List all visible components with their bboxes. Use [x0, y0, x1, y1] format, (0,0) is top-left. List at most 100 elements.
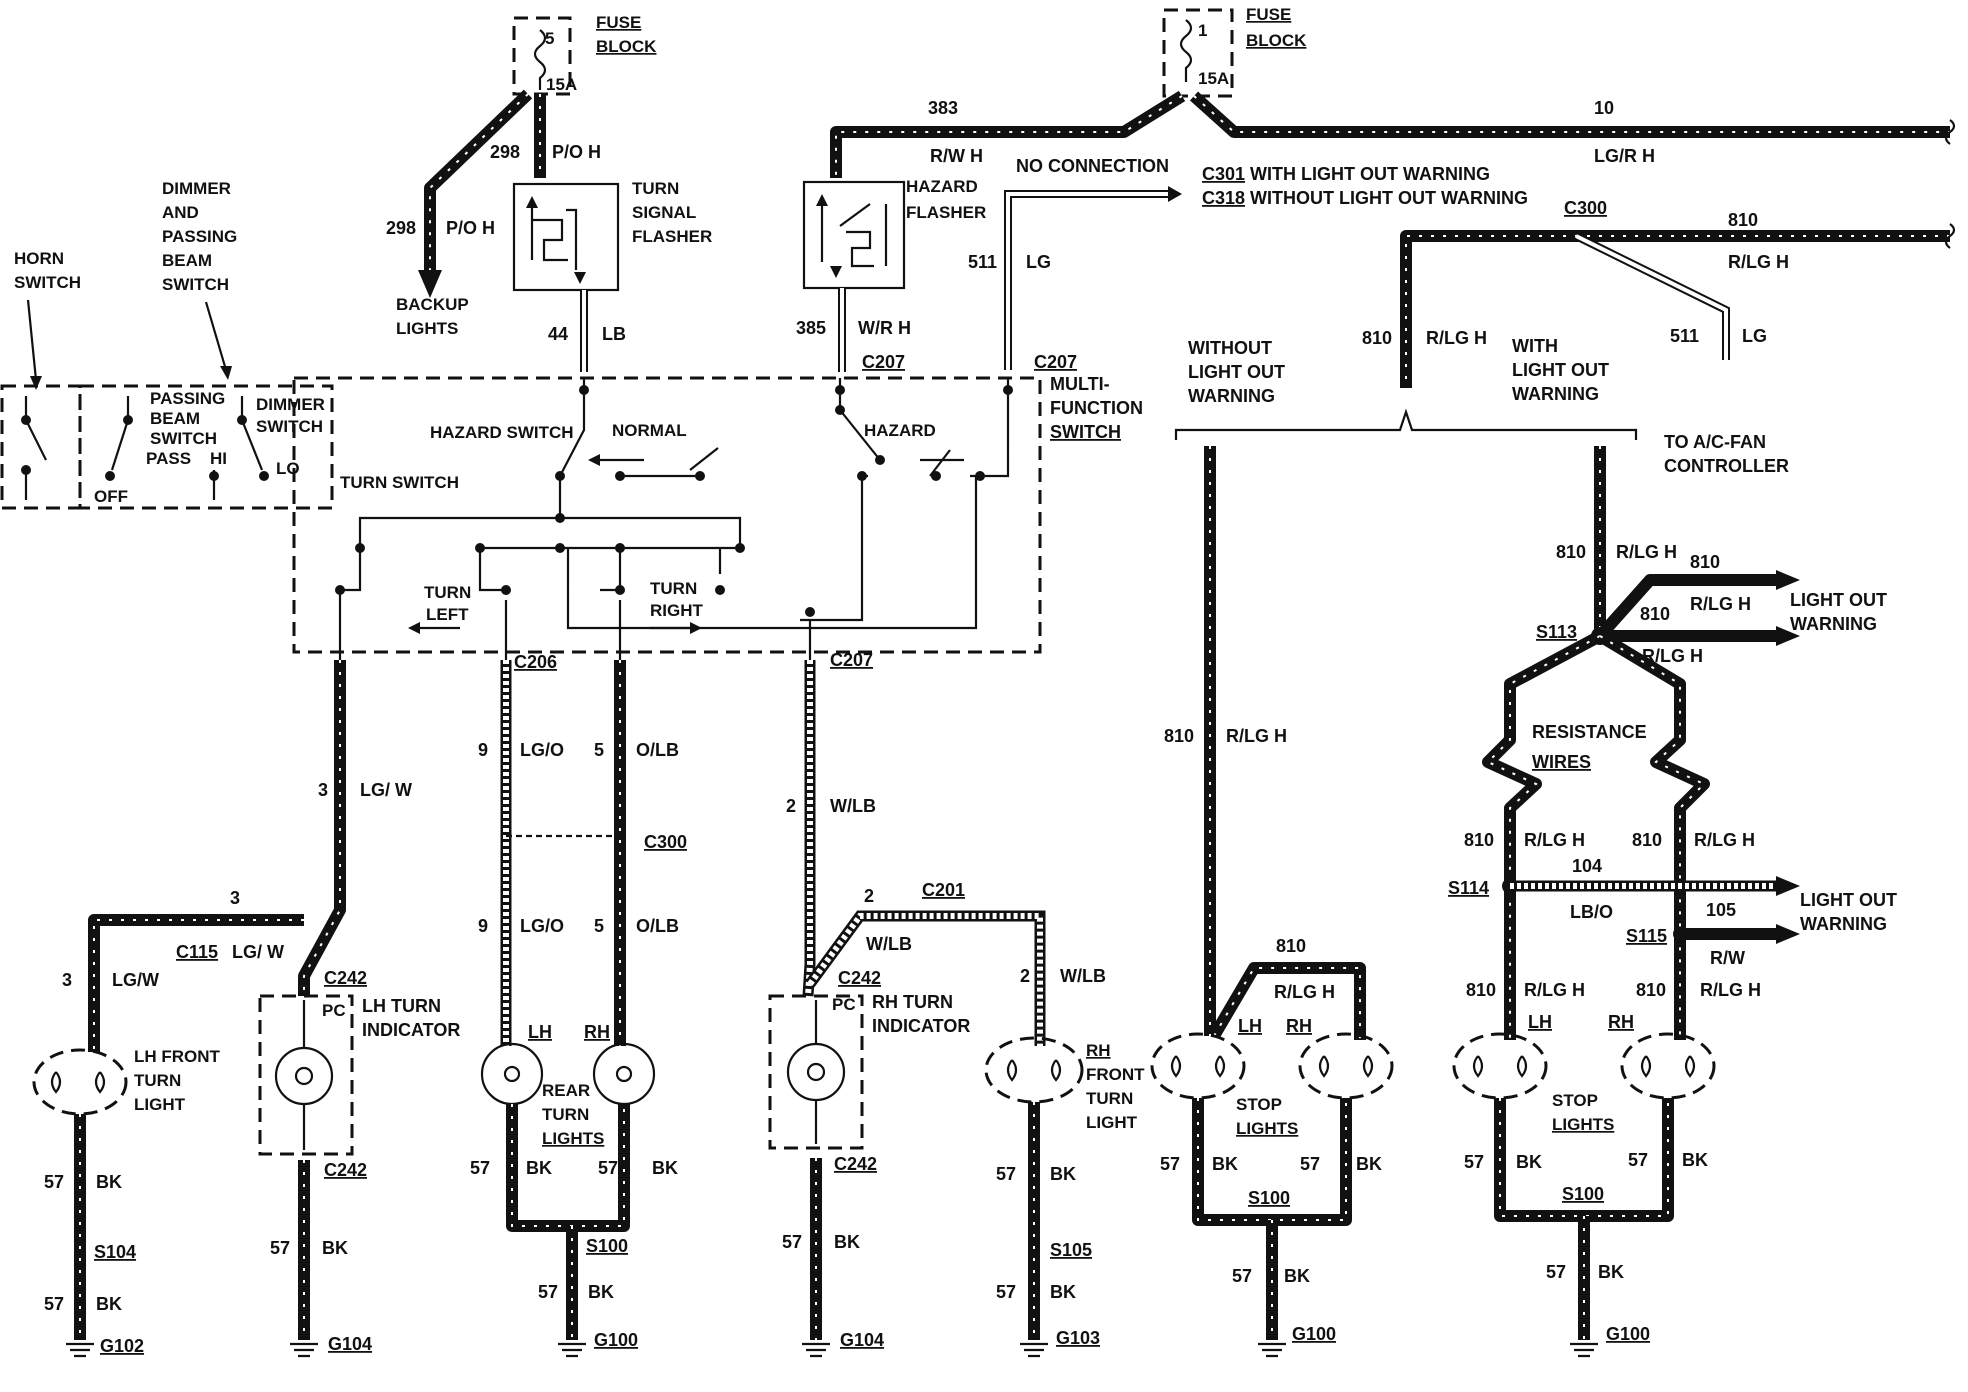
svg-text:INDICATOR: INDICATOR [362, 1020, 460, 1040]
svg-text:LIGHTS: LIGHTS [396, 319, 458, 338]
svg-text:HAZARD: HAZARD [906, 177, 978, 196]
svg-text:RH: RH [1286, 1016, 1312, 1036]
svg-text:LG/W: LG/W [112, 970, 159, 990]
svg-text:S114: S114 [1448, 878, 1489, 898]
svg-text:9: 9 [478, 916, 488, 936]
svg-text:57: 57 [1628, 1150, 1648, 1170]
c300-810-feed: C300 810 R/LG H 810 R/LG H 511 LG [1174, 198, 1956, 440]
svg-text:RIGHT: RIGHT [650, 601, 704, 620]
svg-text:57: 57 [270, 1238, 290, 1258]
svg-text:C301: C301 [1202, 164, 1245, 184]
svg-text:OFF: OFF [94, 487, 128, 506]
svg-text:LG: LG [1742, 326, 1767, 346]
svg-text:TURN: TURN [650, 579, 697, 598]
svg-text:44: 44 [548, 324, 568, 344]
svg-text:LIGHT: LIGHT [134, 1095, 186, 1114]
svg-text:LG/O: LG/O [520, 916, 564, 936]
svg-text:57: 57 [1464, 1152, 1484, 1172]
svg-text:FRONT: FRONT [1086, 1065, 1145, 1084]
svg-text:385: 385 [796, 318, 826, 338]
c207-top-label: C207 [1034, 352, 1077, 372]
horn-switch: HORN SWITCH [0, 249, 82, 510]
svg-text:2: 2 [786, 796, 796, 816]
svg-text:57: 57 [538, 1282, 558, 1302]
svg-text:298: 298 [490, 142, 520, 162]
svg-text:R/LG H: R/LG H [1616, 542, 1677, 562]
turn-switch-label: TURN SWITCH [340, 473, 459, 492]
svg-text:15A: 15A [1198, 69, 1229, 88]
svg-text:LIGHT OUT: LIGHT OUT [1790, 590, 1887, 610]
svg-text:810: 810 [1466, 980, 1496, 1000]
svg-text:W/LB: W/LB [866, 934, 912, 954]
svg-text:C242: C242 [838, 968, 881, 988]
svg-text:WARNING: WARNING [1512, 384, 1599, 404]
svg-text:P/O H: P/O H [552, 142, 601, 162]
svg-text:HAZARD SWITCH: HAZARD SWITCH [430, 423, 574, 442]
wire-298-flasher: 298 P/O H [490, 94, 601, 178]
svg-text:LB/O: LB/O [1570, 902, 1613, 922]
svg-text:FUNCTION: FUNCTION [1050, 398, 1143, 418]
multi-function-switch: MULTI- FUNCTION SWITCH HAZARD SWITCH NOR… [292, 374, 1143, 660]
svg-text:FLASHER: FLASHER [906, 203, 986, 222]
svg-text:CONTROLLER: CONTROLLER [1664, 456, 1789, 476]
svg-text:BK: BK [1516, 1152, 1542, 1172]
c207-bottom-label: C207 [830, 650, 873, 670]
wire-385: 385 W/R H C207 [796, 288, 911, 372]
svg-text:FUSE: FUSE [1246, 5, 1291, 24]
lh-turn-indicator: PC C242 LH TURN INDICATOR C242 57 BK G10… [258, 968, 460, 1358]
svg-text:810: 810 [1362, 328, 1392, 348]
svg-text:810: 810 [1276, 936, 1306, 956]
svg-text:810: 810 [1728, 210, 1758, 230]
svg-text:R/LG H: R/LG H [1690, 594, 1751, 614]
svg-text:G100: G100 [594, 1330, 638, 1350]
svg-text:104: 104 [1572, 856, 1602, 876]
svg-text:C300: C300 [1564, 198, 1607, 218]
svg-text:LIGHTS: LIGHTS [1552, 1115, 1614, 1134]
svg-text:LIGHT OUT: LIGHT OUT [1512, 360, 1609, 380]
turn-signal-flasher: TURN SIGNAL FLASHER [512, 179, 712, 292]
svg-text:REAR: REAR [542, 1081, 590, 1100]
svg-text:C318: C318 [1202, 188, 1245, 208]
svg-text:LEFT: LEFT [426, 605, 469, 624]
svg-text:SWITCH: SWITCH [150, 429, 217, 448]
wire-9: 9 LG/O 9 LG/O [478, 660, 564, 1046]
wire-44: 44 LB [548, 290, 626, 372]
svg-text:BEAM: BEAM [150, 409, 200, 428]
svg-text:O/LB: O/LB [636, 916, 679, 936]
svg-text:BK: BK [834, 1232, 860, 1252]
svg-text:2: 2 [1020, 966, 1030, 986]
svg-text:BK: BK [588, 1282, 614, 1302]
svg-text:57: 57 [782, 1232, 802, 1252]
svg-text:R/LG H: R/LG H [1700, 980, 1761, 1000]
svg-text:LIGHTS: LIGHTS [542, 1129, 604, 1148]
svg-text:BK: BK [1050, 1164, 1076, 1184]
svg-text:1: 1 [1198, 21, 1207, 40]
svg-text:57: 57 [996, 1282, 1016, 1302]
svg-text:BK: BK [1284, 1266, 1310, 1286]
svg-text:810: 810 [1632, 830, 1662, 850]
svg-text:C201: C201 [922, 880, 965, 900]
svg-text:W/R H: W/R H [858, 318, 911, 338]
svg-text:105: 105 [1706, 900, 1736, 920]
svg-text:BK: BK [96, 1294, 122, 1314]
svg-text:BK: BK [1212, 1154, 1238, 1174]
svg-text:R/LG H: R/LG H [1426, 328, 1487, 348]
fuse-block-right: 1 15A FUSE BLOCK [1162, 5, 1307, 98]
svg-text:C242: C242 [834, 1154, 877, 1174]
svg-text:810: 810 [1556, 542, 1586, 562]
svg-text:BK: BK [1598, 1262, 1624, 1282]
svg-text:G100: G100 [1292, 1324, 1336, 1344]
svg-text:S104: S104 [94, 1242, 136, 1262]
svg-text:R/LG H: R/LG H [1642, 646, 1703, 666]
svg-text:511: 511 [968, 252, 997, 272]
svg-text:810: 810 [1690, 552, 1720, 572]
svg-text:BEAM: BEAM [162, 251, 212, 270]
svg-text:R/LG H: R/LG H [1274, 982, 1335, 1002]
svg-text:BK: BK [1682, 1150, 1708, 1170]
wire-3: 3 LG/ W 3 3 LG/W C115 LG/ W [62, 660, 412, 1052]
svg-text:SIGNAL: SIGNAL [632, 203, 696, 222]
svg-text:810: 810 [1640, 604, 1670, 624]
svg-text:S100: S100 [1248, 1188, 1290, 1208]
rh-front-turn-light: RH FRONT TURN LIGHT 57 BK S105 57 BK G10… [984, 1036, 1145, 1358]
svg-text:FUSE: FUSE [596, 13, 641, 32]
